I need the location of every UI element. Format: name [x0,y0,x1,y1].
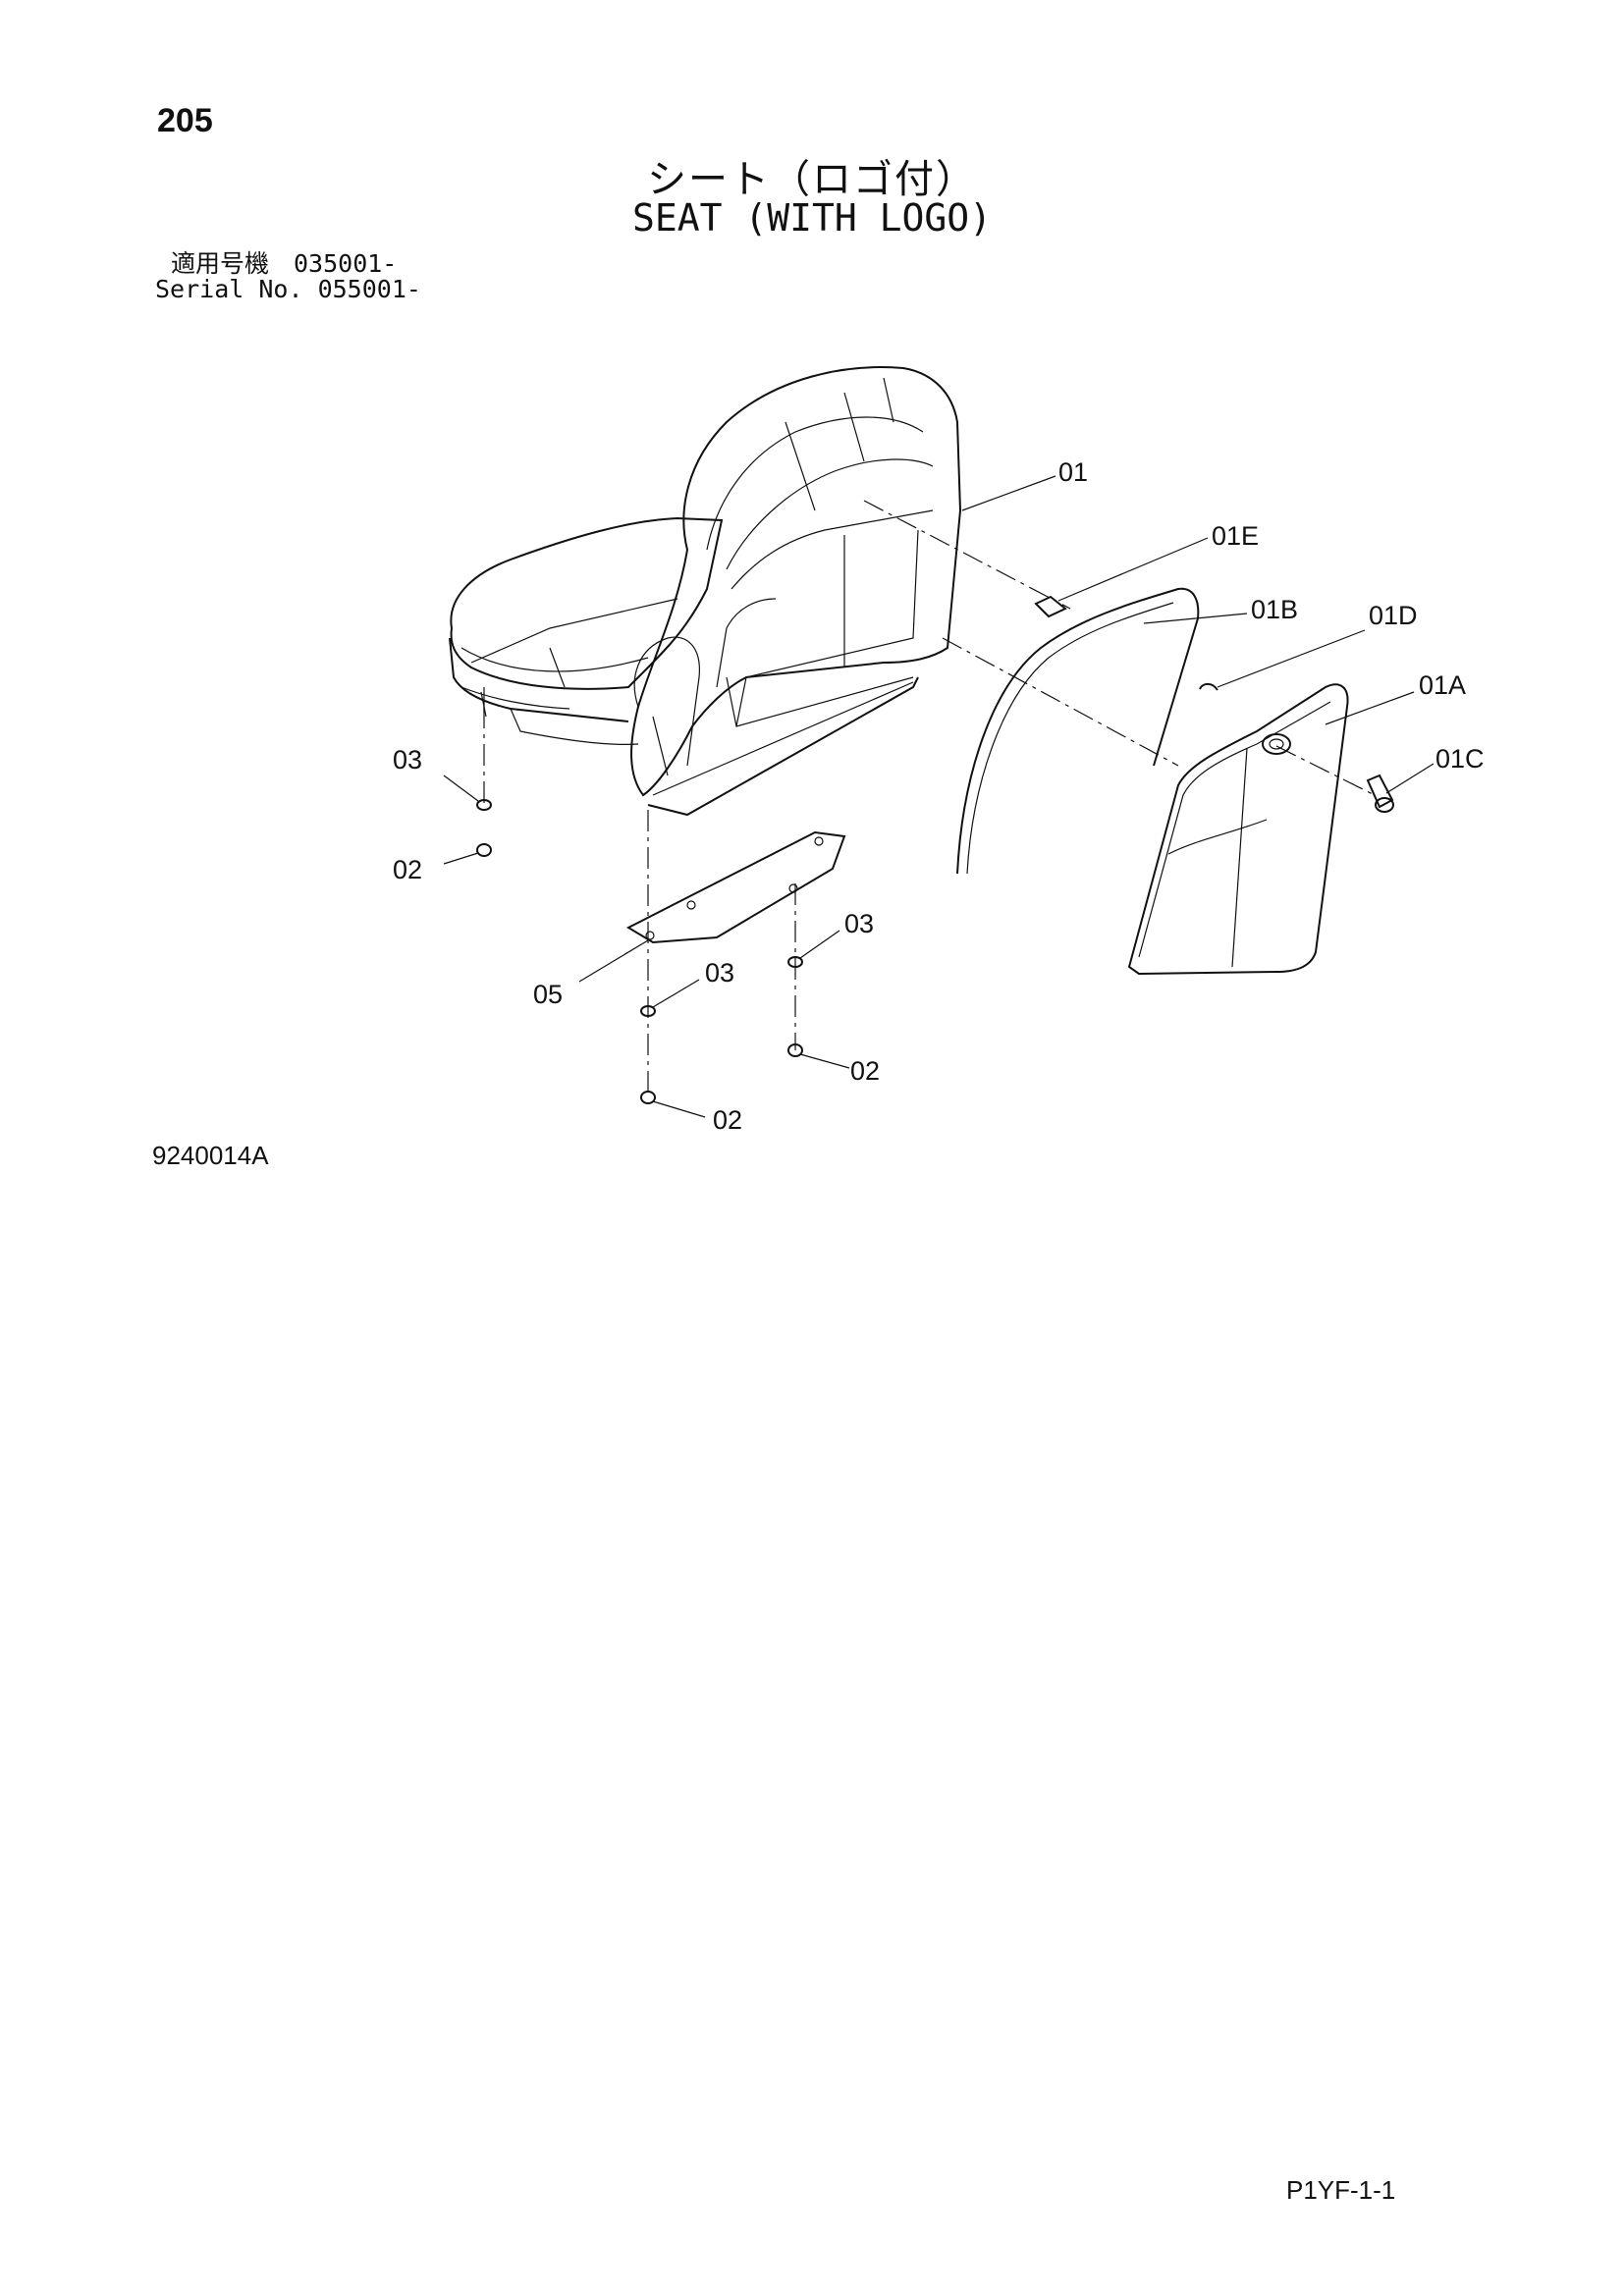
trim-seal-strip [956,587,1200,875]
callout-01A: 01A [1419,670,1466,700]
seat-backrest [630,366,962,797]
callout-05: 05 [533,980,563,1009]
applicable-serial-jp: 適用号機 035001- [171,249,398,278]
applicable-serial-en: Serial No. 055001- [155,275,421,303]
callout-labels: 01 01E 01B 01D 01A 01C 03 02 05 03 03 02… [393,457,1485,1135]
callout-01D: 01D [1369,601,1418,630]
page-number: 205 [157,102,213,139]
seat-base-rail [647,676,919,817]
drawing-number: 9240014A [152,1141,269,1170]
seat-cushion [449,516,724,746]
clip-part [1034,595,1067,618]
page-title-english: SEAT (WITH LOGO) [631,196,993,240]
callout-02-right: 02 [850,1056,880,1086]
page-title-japanese: シート（ロゴ付） [647,157,977,202]
leader-lines [443,475,1435,1118]
sheet-code: P1YF-1-1 [1286,2175,1396,2205]
callout-02-bottom: 02 [713,1105,742,1135]
assembly-centerlines [483,500,1376,1095]
callout-01C: 01C [1435,744,1485,774]
rear-cover-panel [1127,683,1349,976]
callout-02-left: 02 [393,855,422,884]
callout-01: 01 [1058,457,1088,487]
callout-03-left: 03 [393,745,422,774]
hook-part [1199,682,1218,691]
knob-fastener [1366,774,1394,813]
callout-03-right: 03 [844,909,874,938]
callout-01E: 01E [1212,521,1259,551]
nuts-washers [476,687,803,1104]
mounting-plate [625,830,846,944]
callout-01B: 01B [1251,595,1298,624]
callout-03-mid: 03 [705,958,734,988]
